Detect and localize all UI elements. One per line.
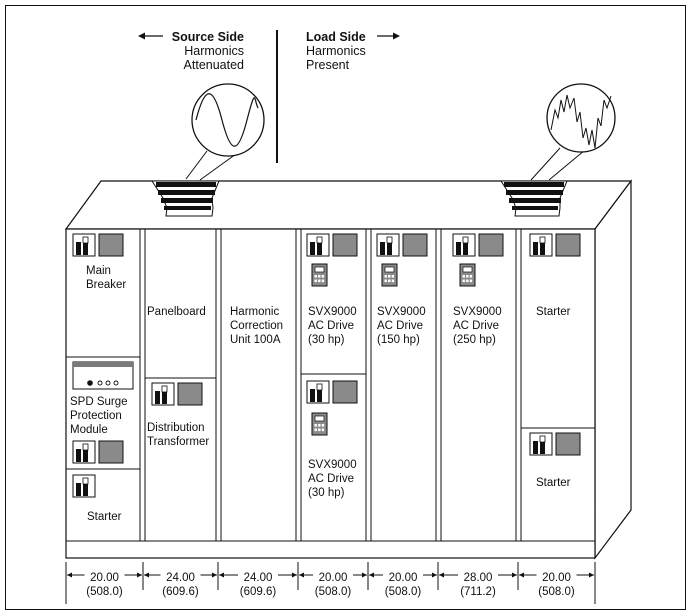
dimension-mm-label: (508.0) [385,586,422,598]
dimension-arrowhead-right-icon [362,572,367,578]
source-side-line-2: Attenuated [184,58,245,72]
dimension-labels: 20.00 (508.0) 24.00 (609.6) 24.00 (609.6) 20.0… [67,562,594,598]
main-breaker-label: Main Breaker [86,265,126,291]
cabinet-side-face [594,179,632,560]
cabinet-front [65,228,596,559]
source-arrow-head-icon [138,32,145,40]
dimension-inches-label: 20.00 [90,572,119,584]
figure-frame [5,5,686,610]
load-side-line-1: Harmonics [306,44,366,58]
source-side-line-1: Harmonics [184,44,244,58]
load-side-header: Load Side Harmonics Present [306,30,400,72]
main-breaker-device-icon [72,233,124,257]
panelboard-label: Panelboard [147,306,206,318]
starter-bottom-breaker-icon [529,432,581,456]
harmonic-correction-unit-label: Harmonic Correction Unit 100A [230,306,286,346]
dimension-mm-label: (609.6) [240,586,277,598]
starter-label-section-1: Starter [87,511,122,523]
drive-250hp-breaker-icon [452,233,504,257]
dimension-mm-label: (609.6) [162,586,199,598]
starter-top-breaker-icon [529,233,581,257]
dimension-arrowhead-left-icon [144,572,149,578]
distorted-wave-icon [530,83,616,181]
starter-label-top: Starter [536,306,571,318]
source-conduit-icon [151,180,220,217]
dimension-mm-label: (508.0) [86,586,123,598]
svx-drive-150hp-label: SVX9000 AC Drive (150 hp) [377,306,429,346]
drive-30hp-top-keypad-icon [311,263,328,287]
drive-30hp-top-breaker-icon [306,233,358,257]
dimension-inches-label: 20.00 [319,572,348,584]
breaker-devices [72,233,581,498]
svx-drive-30hp-top-label: SVX9000 AC Drive (30 hp) [308,306,360,346]
dimension-inches-label: 24.00 [244,572,273,584]
drive-30hp-bottom-keypad-icon [311,412,328,436]
drive-250hp-keypad-icon [459,263,476,287]
dimension-mm-label: (711.2) [460,586,496,598]
dimension-line [65,562,596,604]
distribution-transformer-label: Distribution Transformer [147,422,209,448]
drive-150hp-breaker-icon [376,233,428,257]
load-side-line-2: Present [306,58,350,72]
drive-30hp-bottom-breaker-icon [306,380,358,404]
spd-breaker-device-icon [72,440,124,464]
dimension-arrowhead-right-icon [589,572,594,578]
dimension-inches-label: 20.00 [542,572,571,584]
drive-keypads [311,263,476,436]
compartment-lines [66,356,595,470]
dimension-inches-label: 24.00 [166,572,195,584]
load-arrow-head-icon [393,32,400,40]
svx-drive-250hp-label: SVX9000 AC Drive (250 hp) [453,306,505,346]
spd-meter-icon [72,361,134,390]
source-side-header: Source Side Harmonics Attenuated [138,30,244,72]
load-side-title: Load Side [306,30,366,44]
dimension-arrowhead-right-icon [137,572,142,578]
starter-label-bottom: Starter [536,477,571,489]
transformer-breaker-device-icon [151,382,203,406]
starter-breaker-icon-section-1 [72,474,96,498]
dimension-inches-label: 20.00 [389,572,418,584]
dimension-arrowhead-left-icon [67,572,72,578]
dimension-arrowhead-right-icon [512,572,517,578]
dimension-arrowhead-left-icon [519,572,524,578]
dimension-arrowhead-right-icon [212,572,217,578]
dimension-arrowhead-right-icon [432,572,437,578]
dimension-mm-label: (508.0) [538,586,575,598]
dimension-arrowhead-right-icon [292,572,297,578]
svx-drive-30hp-bottom-label: SVX9000 AC Drive (30 hp) [308,459,360,499]
dimension-inches-label: 28.00 [464,572,493,584]
dimension-arrowhead-left-icon [299,572,304,578]
load-conduit-icon [500,180,568,217]
dimension-arrowhead-left-icon [439,572,444,578]
spd-module-label: SPD Surge Protection Module [70,396,131,436]
dimension-mm-label: (508.0) [315,586,352,598]
dimension-arrowhead-left-icon [219,572,224,578]
clean-sine-wave-icon [185,83,265,181]
dimension-arrowhead-left-icon [369,572,374,578]
drive-150hp-keypad-icon [381,263,398,287]
source-side-title: Source Side [172,30,244,44]
section-dividers [66,229,595,542]
